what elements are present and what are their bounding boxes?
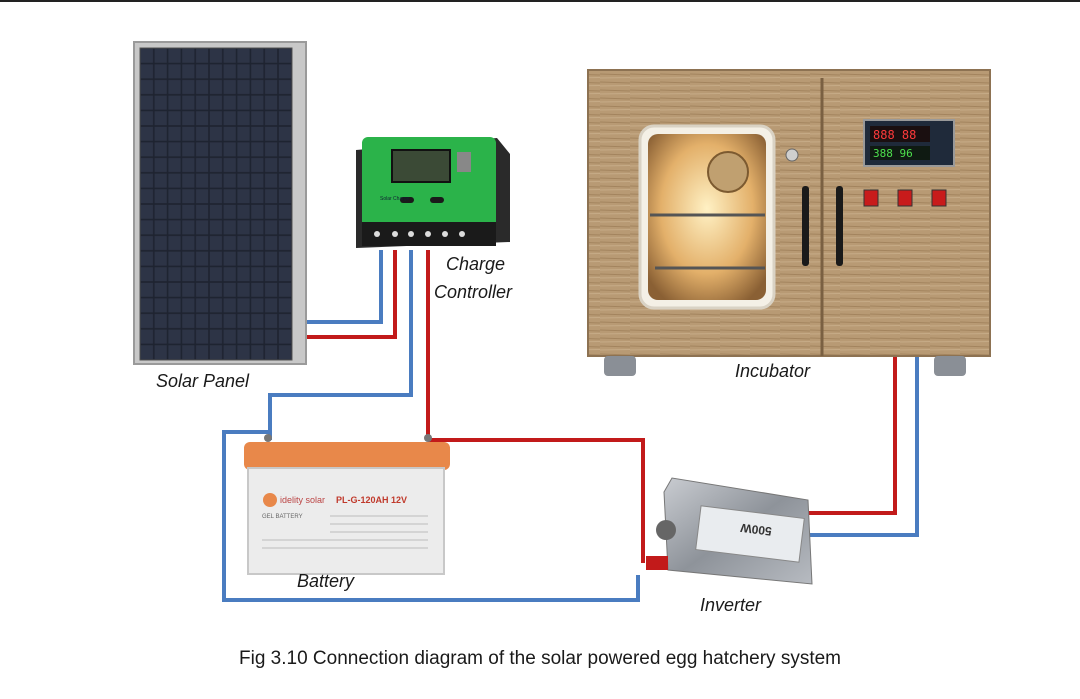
label-incubator: Incubator: [735, 361, 811, 381]
label-battery: Battery: [297, 571, 355, 591]
svg-text:PL-G-120AH 12V: PL-G-120AH 12V: [336, 495, 407, 505]
svg-text:GEL BATTERY: GEL BATTERY: [262, 514, 303, 520]
svg-text:888 88: 888 88: [873, 128, 916, 142]
label-charge-controller-line2: Controller: [434, 282, 513, 302]
wire-inverter-incubator-positive: [805, 352, 897, 515]
wire-panel-negative: [287, 250, 383, 324]
wire-controller-battery-negative: [268, 250, 413, 440]
wire-panel-positive: [287, 250, 397, 339]
battery: idelity solar PL-G-120AH 12V GEL BATTERY: [244, 434, 450, 575]
figure-caption: Fig 3.10 Connection diagram of the solar…: [239, 648, 841, 669]
svg-text:idelity solar: idelity solar: [280, 495, 325, 505]
svg-text:500W: 500W: [739, 521, 772, 539]
svg-text:Solar Charge: Solar Charge: [380, 196, 410, 202]
wire-inverter-incubator-negative: [805, 352, 919, 537]
solar-panel: [133, 41, 307, 365]
svg-text:388 96: 388 96: [873, 147, 913, 160]
label-inverter: Inverter: [700, 595, 762, 615]
wire-battery-inverter-negative: [222, 430, 640, 602]
wires: [222, 250, 919, 602]
wire-battery-inverter-positive: [428, 438, 645, 563]
charge-controller: Solar Charge: [356, 137, 510, 248]
label-solar-panel: Solar Panel: [156, 371, 250, 391]
inverter: 500W: [646, 477, 813, 585]
top-border: [0, 0, 1080, 2]
incubator: 888 88 388 96: [587, 69, 991, 376]
label-charge-controller-line1: Charge: [446, 254, 506, 274]
